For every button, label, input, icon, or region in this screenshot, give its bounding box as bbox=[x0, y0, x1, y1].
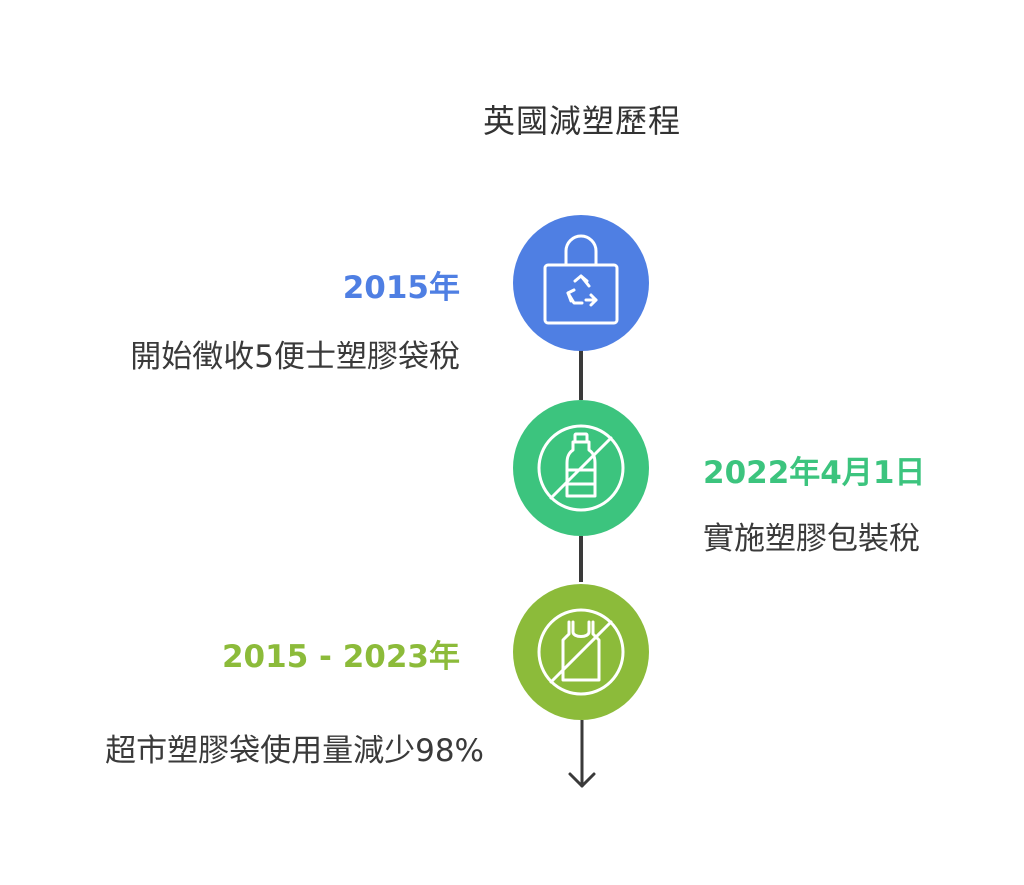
event-description-2: 實施塑膠包裝稅 bbox=[703, 521, 920, 557]
event-description-1: 開始徵收5便士塑膠袋稅 bbox=[130, 339, 460, 375]
timeline-node-3 bbox=[513, 584, 649, 720]
timeline-connector bbox=[579, 536, 583, 582]
timeline-arrow-icon bbox=[568, 720, 596, 788]
timeline-node-1 bbox=[513, 215, 649, 351]
event-date-1: 2015年 bbox=[342, 270, 460, 306]
recycle-bag-icon bbox=[543, 234, 619, 325]
no-plastic-bag-icon bbox=[537, 608, 625, 696]
event-description-3: 超市塑膠袋使用量減少98% bbox=[105, 733, 484, 769]
no-plastic-bottle-icon bbox=[537, 424, 625, 512]
timeline-connector bbox=[579, 350, 583, 400]
diagram-title: 英國減塑歷程 bbox=[482, 102, 681, 140]
timeline-node-2 bbox=[513, 400, 649, 536]
event-date-3: 2015 - 2023年 bbox=[221, 639, 460, 675]
event-date-2: 2022年4月1日 bbox=[703, 455, 926, 491]
